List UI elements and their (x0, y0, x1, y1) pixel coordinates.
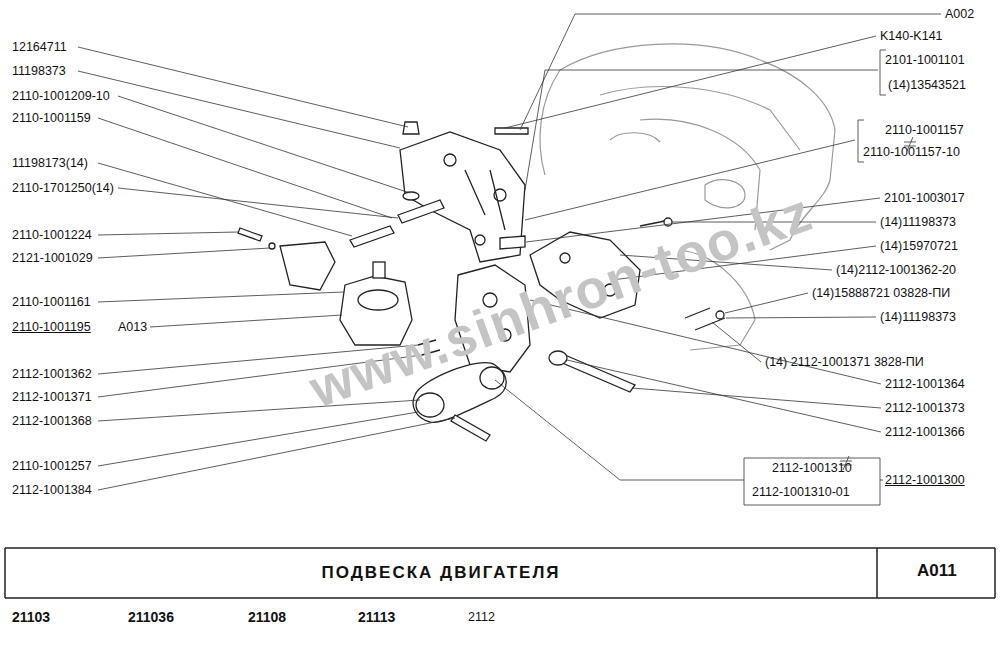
part-number: (14)11198373 (880, 309, 956, 325)
part-number: 2110-1001161 (12, 294, 91, 310)
part-number: 2112-1001371 (12, 389, 92, 405)
part-number: 2112-1001368 (12, 413, 92, 429)
part-number: 12164711 (12, 39, 67, 55)
part-number: (14)11198373 (880, 214, 956, 230)
part-number: 2112-1001362 (12, 366, 92, 382)
part-number: K140-K141 (880, 28, 943, 44)
part-number: 2110-1001157-10 (863, 144, 960, 160)
part-number: 2112-1001300 (885, 472, 965, 488)
part-number: 11198373 (12, 63, 66, 79)
model-code: 21108 (248, 609, 286, 625)
part-number: 2110-1001159 (12, 110, 91, 126)
part-number: (14)15970721 (880, 238, 958, 254)
part-number: 2110-1001224 (12, 227, 92, 243)
part-number: 2112-1001384 (12, 482, 92, 498)
part-number: 2112-1001310-01 (752, 484, 850, 500)
part-number: 2112-1001364 (885, 376, 965, 392)
model-code: 21113 (358, 609, 395, 625)
part-number: 2101-1001101 (885, 52, 965, 68)
part-number: 2121-1001029 (12, 250, 93, 266)
part-number: (14)13543521 (888, 77, 966, 93)
part-number: A013 (118, 319, 147, 335)
part-number: 2112-1001310 (772, 460, 852, 476)
part-number: 2110-1001257 (12, 458, 92, 474)
part-number: A002 (945, 6, 974, 22)
part-number: 2110-1001209-10 (12, 88, 110, 104)
part-number: 2110-1001157 (885, 122, 964, 138)
model-code: 21103 (12, 609, 50, 625)
model-code: 2112 (468, 609, 495, 625)
part-number: 2112-1001366 (885, 424, 965, 440)
part-number: (14) 2112-1001371 3828-ПИ (765, 354, 924, 370)
part-number: 2110-1701250(14) (12, 180, 114, 196)
part-number: 2101-1003017 (884, 190, 965, 206)
model-code: 211036 (128, 609, 174, 625)
sheet-code: A011 (917, 560, 957, 582)
part-number: 2112-1001373 (885, 400, 965, 416)
part-number: (14)15888721 03828-ПИ (812, 285, 950, 301)
part-number: 11198173(14) (12, 155, 88, 171)
part-number: (14)2112-1001362-20 (836, 262, 956, 278)
part-number: 2110-1001195 (12, 319, 91, 335)
sheet-title: ПОДВЕСКА ДВИГАТЕЛЯ (321, 562, 560, 584)
